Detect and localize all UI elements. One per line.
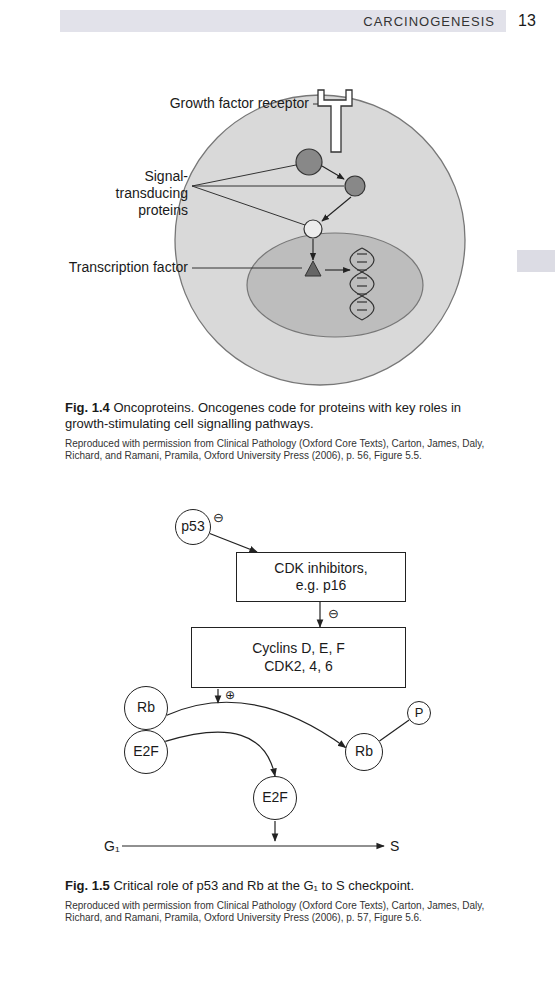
node-text: e.g. p16 bbox=[296, 577, 347, 595]
protein-circle: P bbox=[407, 701, 431, 725]
process-box: CDK inhibitors,e.g. p16 bbox=[236, 552, 406, 602]
caption-text: Oncoproteins. Oncogenes code for protein… bbox=[65, 400, 461, 431]
header-band bbox=[60, 10, 506, 32]
edge-label: ⊖ bbox=[212, 511, 225, 524]
diagram-label: Signal-transducing proteins bbox=[78, 168, 188, 218]
protein bbox=[345, 176, 365, 196]
figure-number: Fig. 1.5 bbox=[65, 878, 110, 893]
protein bbox=[296, 149, 322, 175]
node-text: E2F bbox=[133, 743, 159, 761]
process-box: Cyclins D, E, FCDK2, 4, 6 bbox=[191, 627, 406, 688]
page-header: 13 bbox=[518, 11, 536, 30]
nucleus bbox=[247, 233, 423, 337]
connector-arrow bbox=[165, 732, 275, 776]
connector-arrow bbox=[319, 602, 320, 627]
protein-circle: E2F bbox=[124, 730, 168, 774]
side-tab bbox=[517, 250, 555, 272]
receptor-symbol bbox=[318, 90, 352, 152]
diagram-label: S bbox=[390, 838, 399, 855]
protein-circle: p53 bbox=[175, 509, 211, 545]
figure-caption: Fig. 1.5 Critical role of p53 and Rb at … bbox=[65, 878, 505, 894]
connector-arrow bbox=[167, 702, 346, 747]
diagram-label: G₁ bbox=[104, 838, 120, 855]
node-text: E2F bbox=[262, 789, 288, 807]
credit-note: Reproduced with permission from Clinical… bbox=[65, 438, 505, 462]
dna-helix bbox=[350, 248, 374, 320]
protein-circle: E2F bbox=[253, 776, 297, 820]
edge-label: ⊖ bbox=[327, 607, 340, 620]
node-text: p53 bbox=[181, 518, 204, 536]
node-text: Cyclins D, E, F bbox=[252, 640, 345, 658]
caption-text: Critical role of p53 and Rb at the G₁ to… bbox=[113, 878, 414, 893]
diagram-label: Transcription factor bbox=[69, 259, 188, 276]
cell bbox=[175, 95, 465, 385]
node-text: P bbox=[415, 705, 424, 721]
transcription-factor-symbol bbox=[305, 261, 321, 276]
connector-arrow bbox=[379, 720, 409, 741]
diagram-label: ⊕ bbox=[225, 688, 235, 702]
cell-cycle-axis bbox=[122, 845, 384, 846]
protein-circle: Rb bbox=[345, 733, 383, 771]
protein bbox=[304, 220, 322, 238]
node-text: Rb bbox=[137, 699, 155, 717]
figure-caption: Fig. 1.4 Oncoproteins. Oncogenes code fo… bbox=[65, 400, 505, 431]
credit-note: Reproduced with permission from Clinical… bbox=[65, 900, 505, 924]
connector-arrow bbox=[210, 534, 257, 552]
node-text: CDK inhibitors, bbox=[274, 560, 367, 578]
protein-circle: Rb bbox=[124, 686, 168, 730]
node-text: Rb bbox=[355, 743, 373, 761]
diagram-label: Growth factor receptor bbox=[170, 95, 309, 112]
node-text: CDK2, 4, 6 bbox=[264, 658, 332, 676]
figure-number: Fig. 1.4 bbox=[65, 400, 110, 415]
page-header: CARCINOGENESIS bbox=[363, 14, 495, 30]
